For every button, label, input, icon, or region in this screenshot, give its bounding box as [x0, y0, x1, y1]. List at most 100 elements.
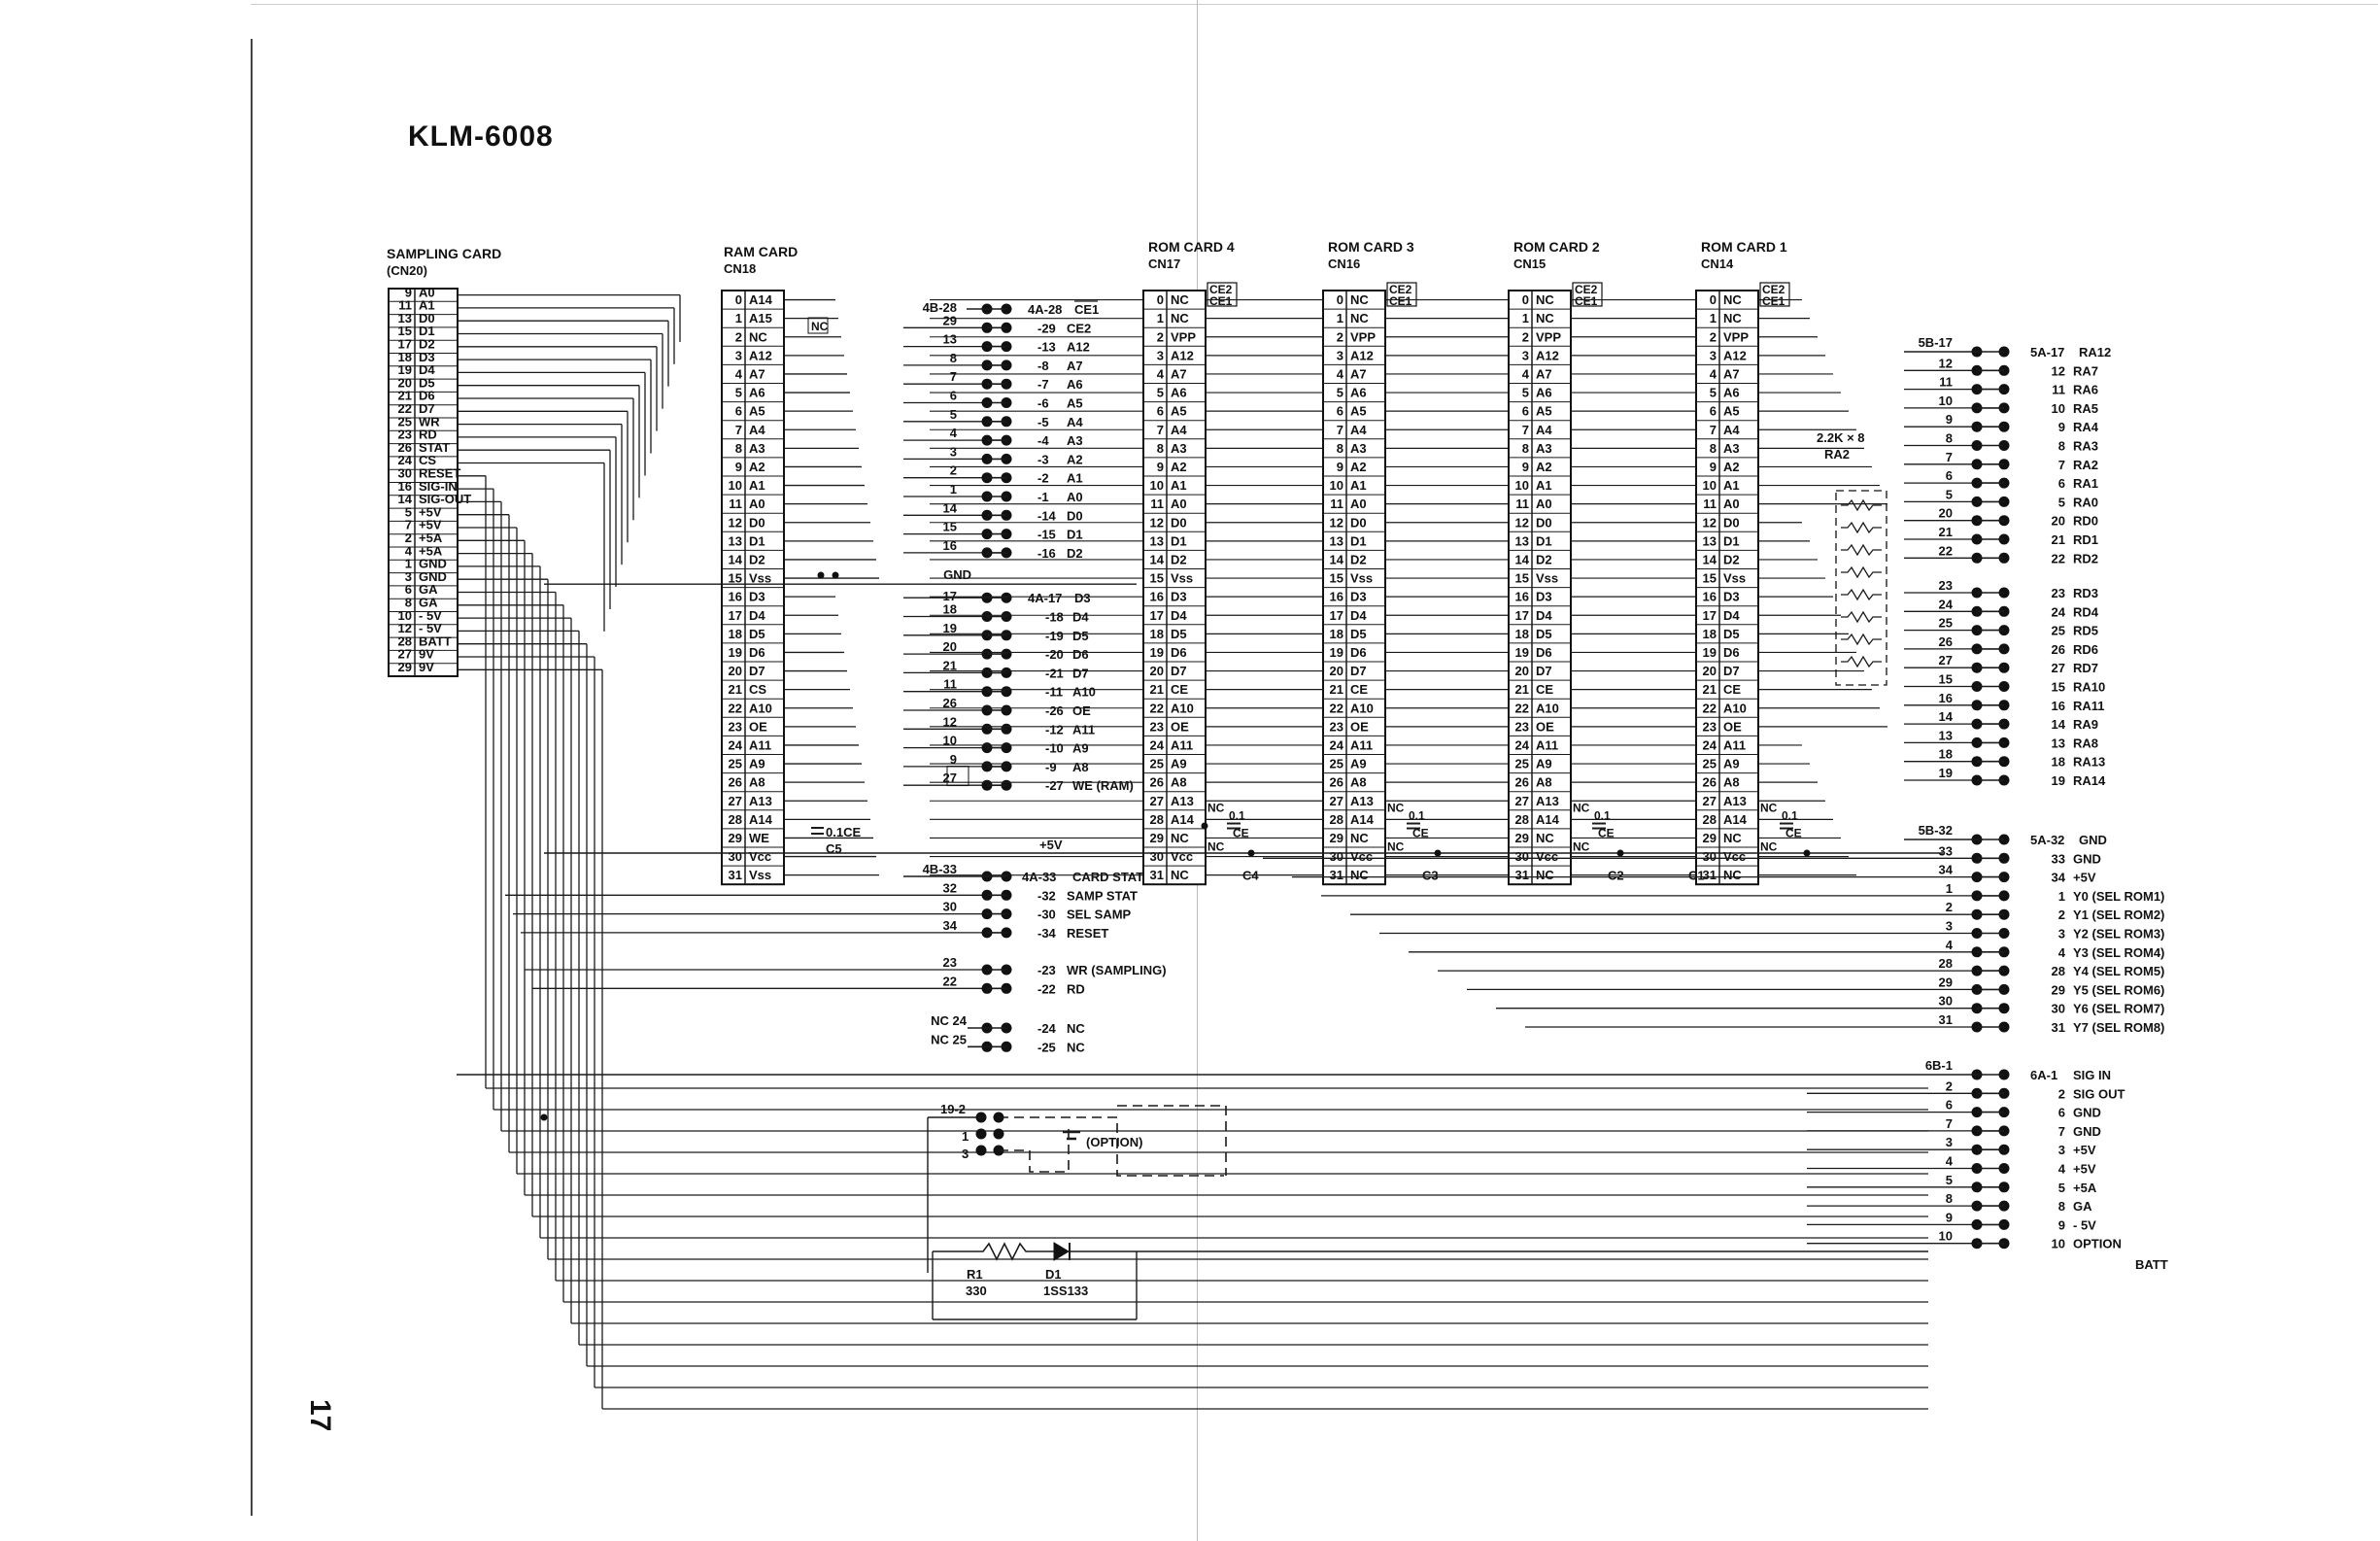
- conn4a-signal: SEL SAMP: [1067, 907, 1132, 922]
- rom3-pin-signal: A1: [1350, 478, 1367, 493]
- conn4a-pin: -3: [1037, 452, 1049, 466]
- rom4-pin-signal: A7: [1171, 367, 1187, 382]
- conn5b-pin: 13: [1939, 728, 1953, 742]
- conn4a-signal: RD: [1067, 981, 1085, 996]
- sampling-card-connector: (CN20): [387, 263, 427, 278]
- ram-cap-value: 0.1CE: [826, 825, 861, 839]
- conn5b-pin: 2: [1946, 900, 1953, 914]
- conn5a-pin: 30: [2052, 1002, 2065, 1016]
- conn4b-pin: 10: [943, 734, 957, 748]
- conn5a-pin: 20: [2052, 514, 2065, 529]
- sampling-pin-signal: D0: [419, 311, 435, 325]
- rom2-pin-number: 7: [1522, 423, 1529, 437]
- rom1-pin-signal: A13: [1723, 794, 1747, 808]
- conn5a-pin: 1: [2058, 889, 2065, 904]
- rom4-pin-signal: D1: [1171, 533, 1187, 548]
- conn5b-pin: 6: [1946, 468, 1953, 483]
- rom4-pin-number: 4: [1157, 367, 1165, 382]
- conn5b-pin: 4: [1946, 938, 1954, 952]
- rom-ce1-label: CE1: [1389, 294, 1412, 308]
- rom4-pin-signal: CE: [1171, 682, 1188, 697]
- rom3-pin-signal: Vcc: [1350, 849, 1373, 864]
- rom2-pin-signal: A11: [1536, 738, 1558, 753]
- sampling-pin-number: 24: [398, 453, 413, 467]
- conn5b-label: 5B-17: [1919, 335, 1953, 350]
- rom4-pin-signal: A11: [1171, 738, 1193, 753]
- conn5a-signal: RA14: [2073, 773, 2106, 788]
- conn6b-pin: 2: [1946, 1079, 1953, 1093]
- rom-ce2-label: CE2: [1209, 283, 1233, 296]
- rom4-pin-number: 3: [1157, 348, 1164, 362]
- ram-pin-number: 29: [729, 831, 742, 845]
- conn5a-signal: Y1 (SEL ROM2): [2073, 907, 2164, 922]
- sampling-pin-number: 8: [405, 596, 412, 610]
- rom-ce1-label: CE1: [1575, 294, 1598, 308]
- conn6a-batt-label: BATT: [2135, 1257, 2168, 1272]
- conn4a-signal: A8: [1072, 760, 1089, 774]
- ram-pin-signal: OE: [749, 719, 767, 734]
- rom-card-connector: CN17: [1148, 257, 1180, 271]
- ram-pin-number: 7: [735, 423, 742, 437]
- conn5a-pin: 33: [2052, 851, 2065, 866]
- conn4b-pin: 9: [950, 752, 957, 767]
- rom2-pin-signal: OE: [1536, 719, 1554, 734]
- sampling-pin-signal: A0: [419, 285, 435, 299]
- conn4a-signal: D6: [1072, 647, 1089, 662]
- rom3-pin-number: 4: [1337, 367, 1344, 382]
- rom2-pin-number: 19: [1515, 645, 1529, 660]
- ram-pin-number: 0: [735, 292, 742, 307]
- conn4b-pin: 15: [943, 520, 957, 534]
- rom2-pin-number: 23: [1515, 719, 1529, 734]
- conn5a-signal: RD5: [2073, 624, 2098, 638]
- rom-nc-label: NC: [1387, 802, 1405, 815]
- ram-pin-number: 8: [735, 441, 742, 456]
- rom4-pin-signal: Vss: [1171, 571, 1193, 586]
- sampling-pin-number: 17: [398, 337, 412, 352]
- conn6b-pin: 3: [1946, 1135, 1953, 1149]
- ram-card-heading: RAM CARD: [724, 244, 798, 259]
- we-box: [946, 766, 969, 787]
- conn4a-pin: -2: [1037, 471, 1049, 486]
- rom4-pin-number: 31: [1150, 868, 1164, 882]
- conn6a-pin: 8: [2058, 1199, 2065, 1214]
- conn4a-signal: A10: [1072, 685, 1096, 700]
- ram-pin-signal: D3: [749, 590, 765, 604]
- conn5b-pin: 25: [1939, 616, 1953, 631]
- rom3-pin-signal: A11: [1350, 738, 1373, 753]
- conn5a-signal: RA7: [2073, 363, 2098, 378]
- conn4b-pin: 6: [950, 389, 957, 403]
- ram-pin-signal: A7: [749, 367, 765, 382]
- rom3-pin-signal: D1: [1350, 533, 1367, 548]
- sampling-pin-signal: A1: [419, 298, 435, 313]
- conn5b-pin: 29: [1939, 975, 1953, 989]
- conn6b-pin: 6: [1946, 1098, 1953, 1113]
- conn4b-pin: 18: [943, 602, 957, 617]
- ram-pin-number: 26: [729, 775, 742, 790]
- option-label: (OPTION): [1086, 1135, 1143, 1149]
- rom3-pin-signal: A2: [1350, 460, 1367, 474]
- rom-cap-value: 0.1: [1409, 809, 1425, 823]
- conn4b-pin: 13: [943, 332, 957, 347]
- rom2-pin-signal: A2: [1536, 460, 1552, 474]
- conn5a-signal: RD1: [2073, 532, 2098, 547]
- conn5a-pin: 15: [2052, 680, 2065, 695]
- ram-pin-number: 28: [729, 812, 742, 827]
- rom3-pin-signal: A0: [1350, 497, 1367, 511]
- conn5a-pin: 31: [2052, 1020, 2065, 1035]
- rom1-pin-number: 10: [1703, 478, 1717, 493]
- ram-pin-signal: A11: [749, 738, 771, 753]
- ram-pin-number: 19: [729, 645, 742, 660]
- rom1-pin-signal: A0: [1723, 497, 1740, 511]
- rom1-pin-signal: D6: [1723, 645, 1740, 660]
- conn5a-signal: RD6: [2073, 642, 2098, 657]
- conn4b-pin: 2: [950, 463, 957, 478]
- ram-pin-number: 30: [729, 849, 742, 864]
- conn4a-signal: D2: [1067, 546, 1083, 561]
- rom2-pin-signal: A3: [1536, 441, 1552, 456]
- sampling-pin-number: 20: [398, 375, 412, 390]
- conn5b-pin: 33: [1939, 843, 1953, 858]
- conn4a-pin: -7: [1037, 377, 1049, 392]
- resnet-resistor: [1841, 655, 1882, 668]
- rom1-pin-signal: A2: [1723, 460, 1740, 474]
- rom-ce-cap-label: CE: [1598, 827, 1615, 840]
